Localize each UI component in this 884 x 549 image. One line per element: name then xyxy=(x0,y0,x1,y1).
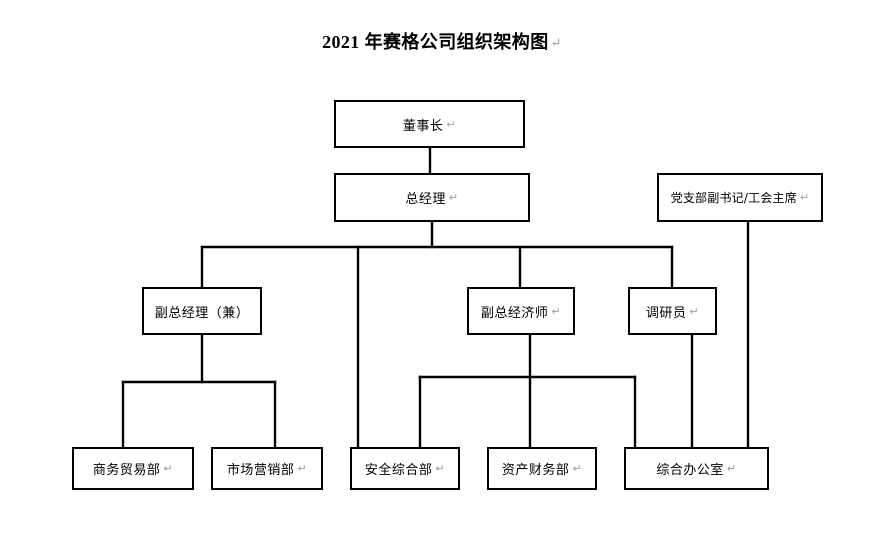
org-node-dept-business-trade[interactable]: 商务贸易部↵ xyxy=(72,447,194,490)
org-node-label: 副总经济师 xyxy=(480,305,549,321)
page-title-text: 2021 年赛格公司组织架构图 xyxy=(322,32,549,52)
org-node-deputy-gm[interactable]: 副总经理（兼） xyxy=(142,287,262,335)
org-node-label: 副总经理（兼） xyxy=(154,305,250,321)
pilcrow-mark: ↵ xyxy=(799,191,810,204)
page-title: 2021 年赛格公司组织架构图↵ xyxy=(0,28,884,54)
org-node-dept-general-office[interactable]: 综合办公室↵ xyxy=(624,447,769,490)
pilcrow-mark: ↵ xyxy=(297,462,308,475)
org-node-dept-marketing[interactable]: 市场营销部↵ xyxy=(211,447,323,490)
pilcrow-mark: ↵ xyxy=(435,462,446,475)
org-node-label: 总经理 xyxy=(405,192,446,207)
org-node-label: 党支部副书记/工会主席 xyxy=(670,191,797,205)
org-node-dept-assets-finance[interactable]: 资产财务部↵ xyxy=(487,447,597,490)
org-node-deputy-chief-economist[interactable]: 副总经济师↵ xyxy=(467,287,575,335)
org-node-label: 资产财务部 xyxy=(501,463,570,478)
org-node-label: 商务贸易部 xyxy=(92,463,161,478)
org-node-researcher[interactable]: 调研员↵ xyxy=(628,287,717,335)
org-node-label: 安全综合部 xyxy=(364,463,433,478)
pilcrow-mark: ↵ xyxy=(446,117,457,131)
pilcrow-mark: ↵ xyxy=(572,462,583,475)
org-node-party-secretary[interactable]: 党支部副书记/工会主席↵ xyxy=(657,173,823,222)
org-node-label: 调研员 xyxy=(645,305,687,321)
pilcrow-mark: ↵ xyxy=(163,462,174,475)
org-node-general-manager[interactable]: 总经理↵ xyxy=(334,173,530,222)
pilcrow-mark: ↵ xyxy=(448,191,459,204)
pilcrow-mark: ↵ xyxy=(726,462,737,475)
org-node-dept-safety[interactable]: 安全综合部↵ xyxy=(350,447,460,490)
pilcrow-mark: ↵ xyxy=(550,35,562,50)
org-node-label: 市场营销部 xyxy=(226,463,295,478)
pilcrow-mark: ↵ xyxy=(551,304,562,318)
org-node-chairman[interactable]: 董事长↵ xyxy=(334,100,525,148)
org-node-label: 综合办公室 xyxy=(656,463,724,478)
pilcrow-mark: ↵ xyxy=(689,304,700,318)
org-node-label: 董事长 xyxy=(402,118,444,134)
